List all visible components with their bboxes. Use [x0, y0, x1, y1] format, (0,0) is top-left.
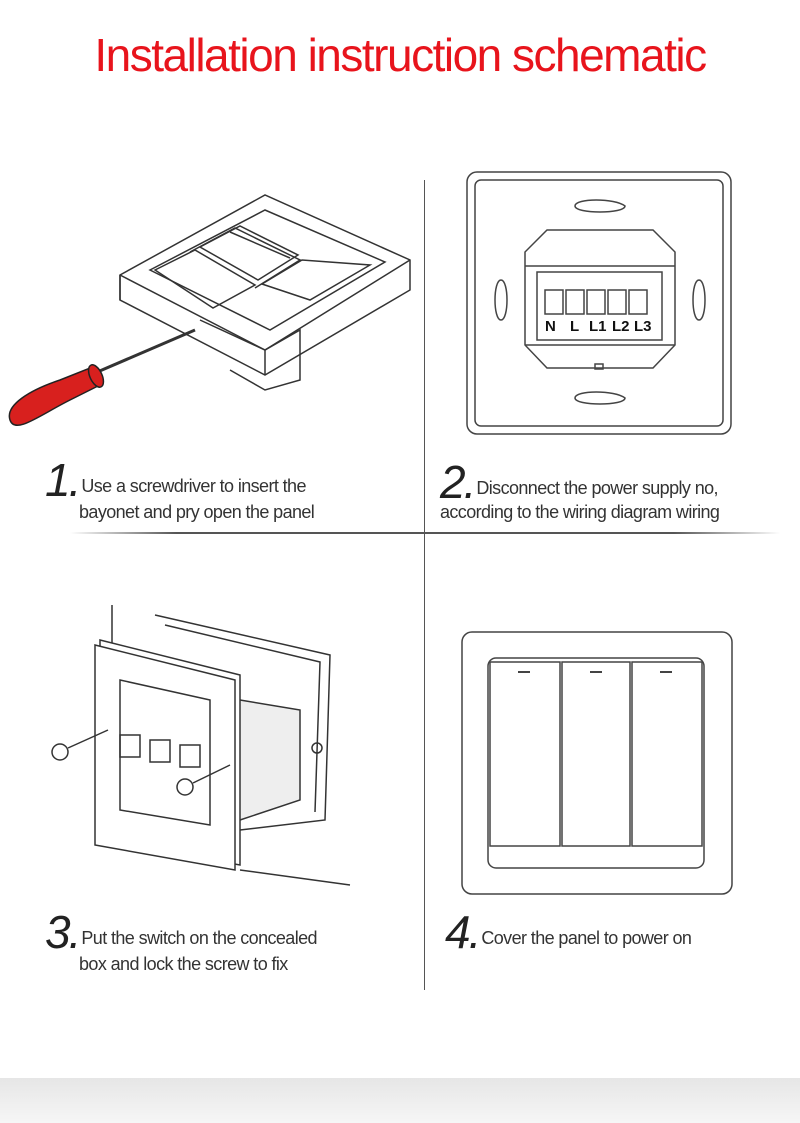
screwdriver-icon — [8, 328, 196, 426]
screw-icon — [176, 764, 231, 796]
terminal-n: N — [545, 318, 556, 335]
terminal-l: L — [570, 318, 580, 335]
step-3-text: 3.Put the switch on the concealed box an… — [45, 906, 318, 974]
step1-pry-panel-illustration — [8, 194, 411, 426]
vertical-divider — [424, 180, 425, 990]
step-number: 3. — [45, 906, 81, 958]
step2-wiring-back-plate-illustration — [466, 171, 732, 435]
terminal-l2: L2 — [612, 318, 630, 335]
footer-band — [0, 1078, 800, 1123]
terminal-l1: L1 — [589, 318, 607, 335]
step3-mount-box-illustration — [51, 605, 351, 886]
step-number: 1. — [45, 454, 81, 506]
step-number: 4. — [445, 906, 481, 958]
page-title: Installation instruction schematic — [94, 29, 707, 81]
step-2-text: 2.Disconnect the power supply no, accord… — [440, 456, 720, 522]
step4-covered-panel-illustration — [461, 631, 733, 895]
step-1-text: 1.Use a screwdriver to insert the bayone… — [45, 454, 315, 522]
terminal-l3: L3 — [634, 318, 652, 335]
step-number: 2. — [440, 456, 476, 508]
horizontal-divider — [70, 532, 780, 534]
screw-icon — [51, 729, 109, 761]
step-4-text: 4.Cover the panel to power on — [445, 906, 692, 958]
